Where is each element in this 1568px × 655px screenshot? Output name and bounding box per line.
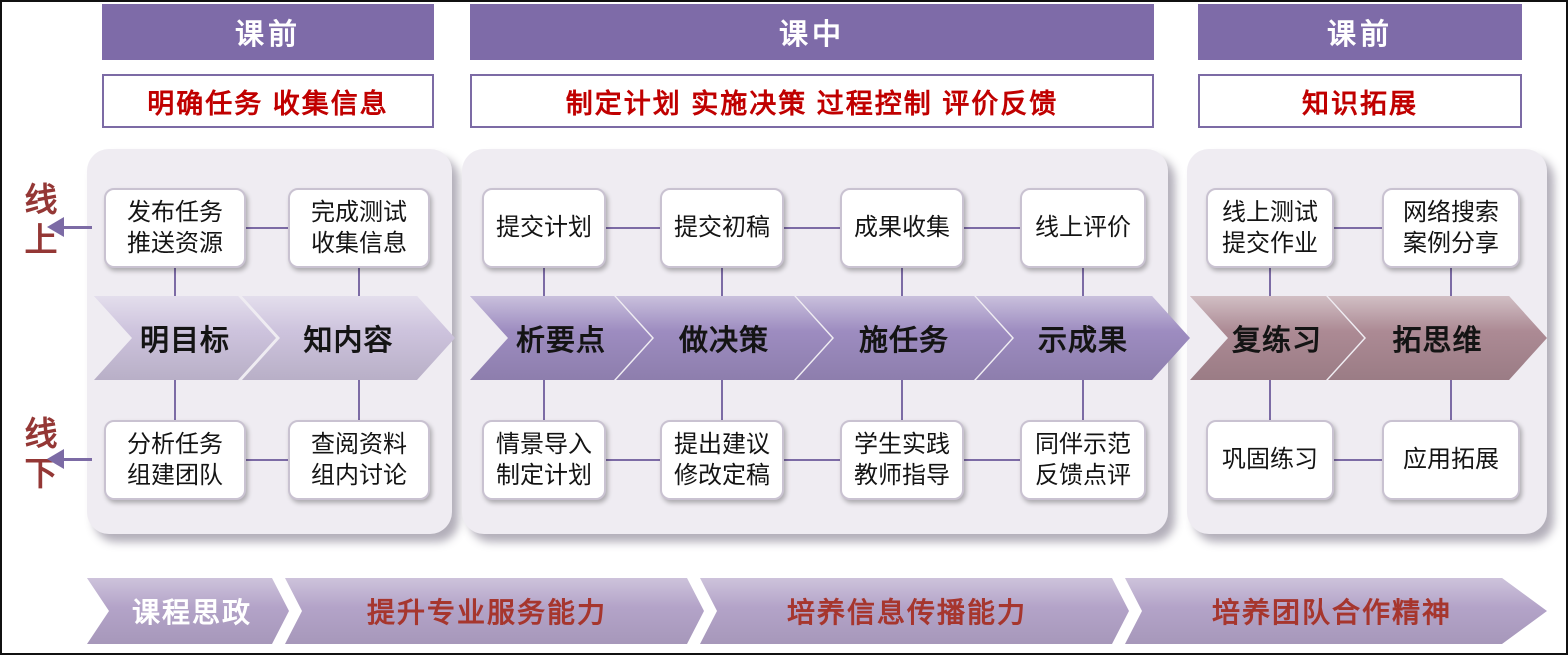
connector-line <box>606 227 660 229</box>
box-text-line: 提出建议 <box>674 430 770 458</box>
connector-line <box>964 459 1020 461</box>
box-text-line: 收集信息 <box>311 230 407 257</box>
connector-line <box>721 266 723 298</box>
phase-subtitle-post-class: 知识拓展 <box>1198 74 1522 128</box>
top-box-complete-test: 完成测试 收集信息 <box>288 188 430 268</box>
connector-line <box>543 266 545 298</box>
offline-left-arrow-line <box>62 458 92 461</box>
chevron-label: 析要点 <box>515 325 606 357</box>
bottom-box-student-practice: 学生实践 教师指导 <box>840 420 964 500</box>
top-box-submit-draft: 提交初稿 <box>660 188 784 268</box>
bottom-box-peer-demo: 同伴示范 反馈点评 <box>1020 420 1146 500</box>
bottom-box-analyze-task: 分析任务 组建团队 <box>104 420 246 500</box>
box-text-line: 发布任务 <box>127 198 223 226</box>
box-text-line: 完成测试 <box>311 198 407 226</box>
banner-separator-chevron-icon <box>687 578 717 644</box>
phase-header-post-class: 课前 <box>1198 4 1522 60</box>
connector-line <box>1082 266 1084 298</box>
connector-line <box>1450 266 1452 298</box>
box-text-line: 组内讨论 <box>311 462 407 489</box>
connector-line <box>1334 227 1382 229</box>
connector-line <box>784 227 840 229</box>
bottom-box-scenario-intro: 情景导入 制定计划 <box>482 420 606 500</box>
box-text-line: 线上评价 <box>1035 214 1131 242</box>
offline-left-arrow-icon <box>47 449 64 469</box>
top-box-publish-task: 发布任务 推送资源 <box>104 188 246 268</box>
chevron-make-decision: 做决策 <box>616 296 832 380</box>
ideology-banner-arrow: 课程思政 提升专业服务能力 培养信息传播能力 培养团队合作精神 <box>87 578 1547 644</box>
online-left-arrow-line <box>62 226 92 229</box>
connector-line <box>901 266 903 298</box>
online-left-arrow-icon <box>47 217 64 237</box>
chevron-label: 示成果 <box>1037 325 1128 357</box>
box-text-line: 提交初稿 <box>674 214 770 242</box>
box-text-line: 提交作业 <box>1222 230 1318 257</box>
chevron-label: 明目标 <box>139 325 230 357</box>
banner-separator-chevron-icon <box>1112 578 1142 644</box>
connector-line <box>1269 266 1271 298</box>
box-text-line: 查阅资料 <box>311 430 407 458</box>
connector-line <box>784 459 840 461</box>
phase-subtitle-pre-class: 明确任务 收集信息 <box>102 74 434 128</box>
chevron-expand-thinking: 拓思维 <box>1328 296 1547 380</box>
banner-item-information-communication: 培养信息传播能力 <box>786 597 1027 628</box>
top-box-online-evaluation: 线上评价 <box>1020 188 1146 268</box>
box-text-line: 反馈点评 <box>1035 462 1131 489</box>
bottom-box-review-materials: 查阅资料 组内讨论 <box>288 420 430 500</box>
box-text-line: 推送资源 <box>127 230 223 257</box>
top-box-online-test: 线上测试 提交作业 <box>1206 188 1334 268</box>
connector-line <box>1082 378 1084 422</box>
banner-item-team-cooperation: 培养团队合作精神 <box>1211 597 1452 628</box>
box-text-line: 组建团队 <box>127 462 223 489</box>
connector-line <box>1450 378 1452 422</box>
bottom-box-apply-expand: 应用拓展 <box>1382 420 1520 500</box>
connector-line <box>174 378 176 422</box>
box-text-line: 成果收集 <box>854 214 950 242</box>
bottom-box-suggestions: 提出建议 修改定稿 <box>660 420 784 500</box>
top-box-collect-results: 成果收集 <box>840 188 964 268</box>
box-text-line: 制定计划 <box>496 462 592 489</box>
connector-line <box>1334 459 1382 461</box>
connector-line <box>964 227 1020 229</box>
banner-item-professional-service: 提升专业服务能力 <box>366 597 607 628</box>
connector-line <box>606 459 660 461</box>
top-box-submit-plan: 提交计划 <box>482 188 606 268</box>
box-text-line: 教师指导 <box>854 462 950 489</box>
connector-line <box>1269 378 1271 422</box>
box-text-line: 网络搜索 <box>1403 198 1499 226</box>
box-text-line: 同伴示范 <box>1035 430 1131 458</box>
chevron-label: 复练习 <box>1231 325 1322 357</box>
phase-header-in-class: 课中 <box>470 4 1154 60</box>
phase-subtitle-in-class: 制定计划 实施决策 过程控制 评价反馈 <box>470 74 1154 128</box>
phase-header-pre-class: 课前 <box>102 4 434 60</box>
chevron-label: 拓思维 <box>1392 325 1483 357</box>
box-text-line: 应用拓展 <box>1403 446 1499 474</box>
connector-line <box>358 266 360 298</box>
chevron-label: 做决策 <box>678 325 769 357</box>
connector-line <box>543 378 545 422</box>
chevron-label: 知内容 <box>303 325 394 357</box>
box-text-line: 情景导入 <box>496 430 592 458</box>
top-box-web-search: 网络搜索 案例分享 <box>1382 188 1520 268</box>
connector-line <box>721 378 723 422</box>
connector-line <box>358 378 360 422</box>
connector-line <box>901 378 903 422</box>
connector-line <box>246 459 288 461</box>
box-text-line: 学生实践 <box>854 430 950 458</box>
box-text-line: 案例分享 <box>1403 230 1499 257</box>
connector-line <box>174 266 176 298</box>
box-text-line: 线上测试 <box>1222 198 1318 226</box>
box-text-line: 巩固练习 <box>1222 446 1318 474</box>
connector-line <box>246 227 288 229</box>
banner-item-curriculum-ideology: 课程思政 <box>131 597 252 628</box>
box-text-line: 分析任务 <box>127 430 223 458</box>
box-text-line: 修改定稿 <box>674 462 770 489</box>
bottom-box-consolidate: 巩固练习 <box>1206 420 1334 500</box>
box-text-line: 提交计划 <box>496 214 592 242</box>
chevron-label: 施任务 <box>858 325 949 357</box>
